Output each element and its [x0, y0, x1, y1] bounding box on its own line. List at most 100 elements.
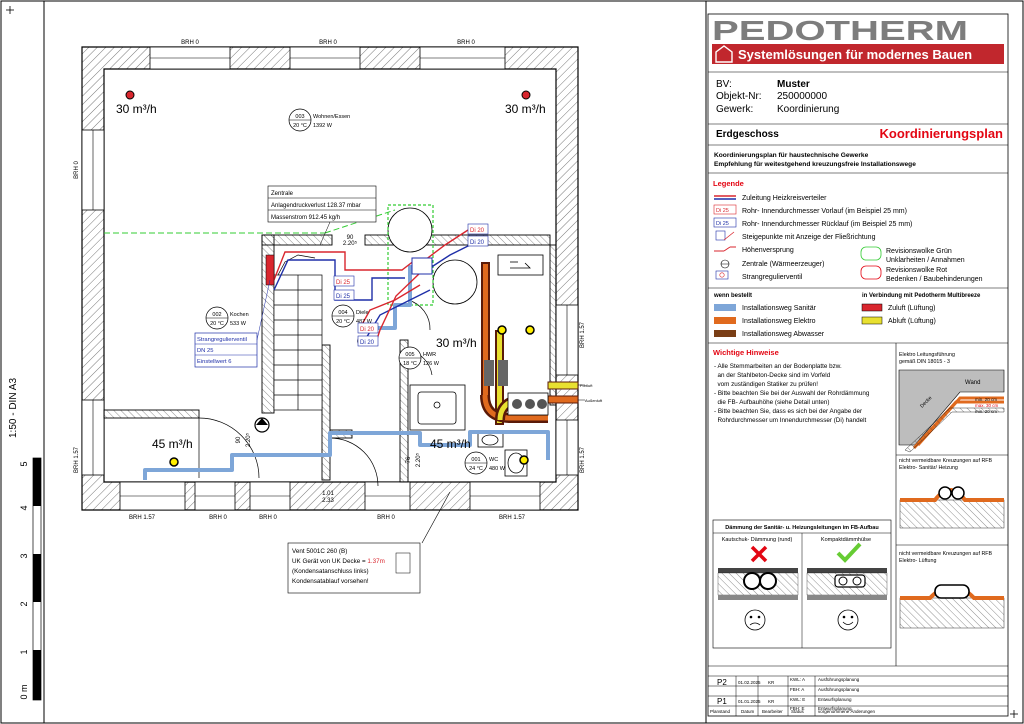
door-dim-5: 1.01	[322, 491, 334, 497]
objekt-value: 250000000	[777, 91, 827, 102]
zentrale-druck: Anlagendruckverlust 128.37 mbar	[271, 203, 361, 209]
room-num: 003	[295, 114, 304, 120]
brand-logo: PEDOTHERM	[712, 15, 968, 46]
rev-p1-id: P1	[717, 697, 727, 706]
srv-setting: Einstellwert 6	[197, 359, 231, 365]
bv-value: Muster	[777, 79, 810, 90]
gewerk-value: Koordinierung	[777, 104, 839, 115]
rev-p2-id: P2	[717, 678, 727, 687]
title-block: PEDOTHERM Systemlösungen für modernes Ba…	[707, 13, 1009, 717]
elektro-detail-drawing: Wand Decke min. 20 cm max. 30 cm min. 20…	[898, 369, 1005, 453]
brh-right-1: BRH 1.57	[580, 321, 586, 348]
rev-p2-change-1: Ausführungsplanung	[818, 677, 860, 682]
vent-unit-height-label: UK Gerät von UK Decke =	[292, 558, 367, 565]
route-elektro: Installationsweg Elektro	[742, 318, 816, 325]
rev-p2-change-2: Ausführungsplanung	[818, 687, 860, 692]
room-temp: 20 °C	[336, 319, 350, 325]
legend-title: Legende	[713, 179, 744, 188]
room-temp: 24 °C	[469, 466, 483, 472]
note-line: vom zuständigen Statiker zu prüfen!	[714, 381, 818, 388]
cloud-red-desc: Bedenken / Baubehinderungen	[886, 276, 983, 283]
room-stamp-kochen: 002 20 °C Kochen 533 W	[205, 306, 249, 330]
objekt-label: Objekt-Nr:	[716, 91, 762, 102]
rev-header-datum: Datum	[741, 709, 755, 714]
aussenluft-label: Außenluft	[585, 398, 603, 403]
rev-header-status: Status	[791, 709, 805, 714]
detail-cross-2: Elektro- Sanitär/ Heizung	[899, 465, 958, 471]
legend-item-hoehenversprung: Höhenversprung	[742, 247, 794, 254]
vent-abluft: Abluft (Lüftung)	[888, 318, 936, 325]
rev-p1-status-2: FBH: E	[790, 706, 805, 711]
room-num: 005	[405, 352, 414, 358]
brh-right-2: BRH 1.57	[580, 446, 586, 473]
rev-p2-date: 01.02.2025	[738, 680, 761, 685]
rev-p1-date: 01.01.2025	[738, 699, 761, 704]
room-watt: 533 W	[230, 321, 247, 327]
note-line: die FB- Aufbauhöhe (siehe Detail unten)	[714, 399, 830, 406]
room-watt: 487 W	[356, 319, 373, 325]
brand-tagline: Systemlösungen für modernes Bauen	[738, 47, 972, 62]
srv-dn: DN 25	[197, 348, 213, 354]
note-line: - Bitte beachten Sie, dass es sich bei d…	[714, 408, 862, 415]
vent-unit-condensate: (Kondensatanschluss links)	[292, 568, 369, 575]
srv-title: Strangregulierventil	[197, 337, 247, 343]
damm-title: Dämmung der Sanitär- u. Heizungsleitunge…	[725, 525, 878, 531]
rev-p1-by: KR	[768, 699, 775, 704]
legend-sym-rl: Di 25	[716, 221, 729, 227]
door-dim-3: 90	[236, 436, 242, 443]
room-watt: 1392 W	[313, 123, 333, 129]
di-tag: Di 20	[470, 228, 485, 234]
detail-cross-3: nicht vermeidbare Kreuzungen auf RFB	[899, 551, 993, 557]
crossing-detail-1	[899, 486, 1005, 529]
di-tag: Di 25	[336, 294, 351, 300]
brh-bottom-2: BRH 0	[209, 515, 227, 521]
cloud-green-title: Revisionswolke Grün	[886, 248, 952, 255]
scale-mark-0: 0 m	[19, 684, 29, 699]
room-name: WC	[489, 457, 498, 463]
room-watt: 126 W	[423, 361, 440, 367]
room-stamp-wohnen: 003 20 °C Wohnen/Essen 1392 W	[288, 108, 350, 132]
di-tag: Di 20	[360, 327, 375, 333]
scale-bar: 5 4 3 2 1 0 m 1:50 - DIN A3	[8, 378, 42, 701]
flow-top-right: 30 m³/h	[505, 102, 546, 116]
brh-bottom-1: BRH 1.57	[129, 515, 156, 521]
zentrale-title: Zentrale	[271, 191, 294, 197]
damm-bad-label: Kautschuk- Dämmung (rund)	[722, 537, 793, 543]
legend-item-steigepunkte: Steigepunkte mit Anzeige der Fließrichtu…	[742, 234, 876, 241]
sheet-desc-2: Empfehlung für weitestgehend kreuzungsfr…	[714, 161, 916, 168]
rev-p2-by: KR	[768, 680, 775, 685]
rev-p2-status-1: KWL: A	[790, 677, 805, 682]
floor-plan: Fortluft Außenluft 30 m³/h 30 m³/h 30 m³…	[74, 40, 603, 594]
vent-unit-height-value: 1.37m	[367, 558, 385, 565]
room-name: Diele	[356, 310, 369, 316]
room-temp: 18 °C	[403, 361, 417, 367]
flow-top-left: 30 m³/h	[116, 102, 157, 116]
rev-p2-status-2: FBH: A	[790, 687, 804, 692]
scale-mark-4: 4	[19, 505, 29, 510]
zentrale-box: Zentrale Anlagendruckverlust 128.37 mbar…	[267, 185, 377, 246]
crossing-detail-2	[899, 584, 1005, 629]
rev-p1-change-2: Entwurfsplanung	[818, 706, 852, 711]
detail-cross-4: Elektro- Lüftung	[899, 558, 936, 564]
detail-min1: min. 20 cm	[975, 397, 997, 402]
note-line: - Alle Stemmarbeiten an der Bodenplatte …	[714, 363, 842, 370]
brh-bottom-4: BRH 0	[377, 515, 395, 521]
note-line: an der Stahlbeton-Decke sind im Vorfeld	[714, 372, 831, 379]
legend-symbols: Di 25 Di 25	[713, 195, 737, 280]
rev-p1-status-1: KWL: E	[790, 697, 805, 702]
damm-good-label: Kompaktdämmhülse	[821, 537, 871, 543]
door-dim-2: 2.20⁵	[343, 240, 358, 247]
flow-bottom-left: 45 m³/h	[152, 437, 193, 451]
scale-mark-5: 5	[19, 461, 29, 466]
scale-mark-3: 3	[19, 553, 29, 558]
legend-item-strangregulierventil: Strangregulierventil	[742, 274, 803, 281]
door-dim-8: 2.20⁵	[415, 452, 422, 467]
door-dim-4: 2.20⁵	[245, 432, 252, 447]
brh-top-2: BRH 0	[319, 40, 337, 46]
room-num: 004	[338, 310, 347, 316]
di-tag: Di 25	[336, 280, 351, 286]
scale-mark-1: 1	[19, 649, 29, 654]
door-dim-6: 2.33	[322, 498, 334, 504]
legend-item-zentrale: Zentrale (Wärmeerzeuger)	[742, 261, 824, 268]
damm-bad-drawing	[717, 545, 799, 631]
